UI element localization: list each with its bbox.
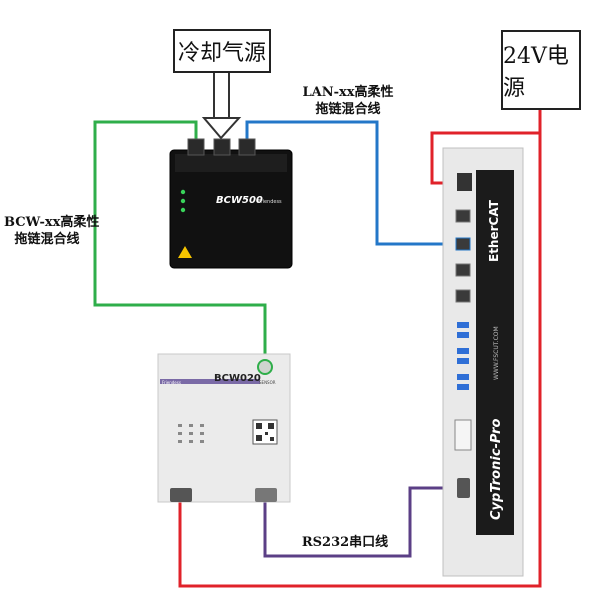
bcw500-led — [180, 198, 186, 204]
bcw500-led — [180, 207, 186, 213]
usb-port — [457, 358, 469, 364]
controller-name: CypTronic-Pro — [489, 419, 504, 520]
power-red-wire-bottom — [178, 133, 542, 588]
controller-url: WWW.FSCUT.COM — [493, 326, 500, 380]
bcw500-connector-left — [187, 138, 205, 156]
bcw020-device: Friendess BCW020 SENSOR — [157, 353, 291, 503]
air-flow-arrow — [201, 72, 242, 140]
ethernet-port — [455, 237, 471, 251]
power-connector — [457, 173, 472, 191]
laser-warning-icon — [178, 246, 192, 258]
ethernet-port — [455, 209, 471, 223]
ethernet-port — [455, 289, 471, 303]
bcw500-name: BCW500 — [216, 195, 263, 206]
usb-port — [457, 384, 469, 390]
lan-cable-label: LAN-xx高柔性 拖链混合线 — [300, 84, 396, 118]
bcw500-brand: Friendess — [258, 199, 282, 205]
lan-cable-blue-wire — [245, 120, 463, 246]
rs232-cable-label: RS232串口线 — [301, 535, 389, 550]
usb-port — [457, 332, 469, 338]
bcw500-connector-right — [238, 138, 256, 156]
bcw020-name: BCW020 — [214, 373, 261, 384]
ethernet-port — [455, 263, 471, 277]
lan-cable-label-line2: 拖链混合线 — [315, 102, 381, 117]
cooling-air-source-box: 冷却气源 — [173, 29, 271, 73]
usb-port — [457, 348, 469, 354]
power-red-wire-top — [430, 108, 542, 185]
bcw-cable-label-line2: 拖链混合线 — [14, 232, 80, 247]
bcw-cable-label: BCW-xx高柔性 拖链混合线 — [4, 214, 100, 248]
rs232-purple-wire — [263, 486, 463, 558]
bcw020-port-left — [170, 488, 192, 502]
sensor-label: SENSOR — [259, 380, 276, 385]
bcw020-port-right — [255, 488, 277, 502]
dvi-port — [454, 419, 472, 451]
bcw-cable-green-wire — [93, 120, 267, 360]
bcw020-indicator-grid — [178, 424, 204, 443]
bcw020-brand: Friendess — [162, 380, 181, 385]
ethercat-label: EtherCAT — [487, 199, 501, 262]
bcw-cable-label-line1: BCW-xx高柔性 — [4, 215, 100, 230]
power-24v-box: 24V电源 — [501, 30, 581, 110]
sensor-connector — [257, 359, 273, 375]
bcw500-led — [180, 189, 186, 195]
serial-port — [457, 478, 470, 498]
bcw500-device: BCW500 Friendess — [169, 138, 293, 269]
lan-cable-label-line1: LAN-xx高柔性 — [302, 85, 394, 100]
usb-port — [457, 322, 469, 328]
bcw500-connector-mid — [213, 138, 231, 156]
controller-device: EtherCAT WWW.FSCUT.COM CypTronic-Pro — [442, 147, 524, 577]
usb-port — [457, 374, 469, 380]
